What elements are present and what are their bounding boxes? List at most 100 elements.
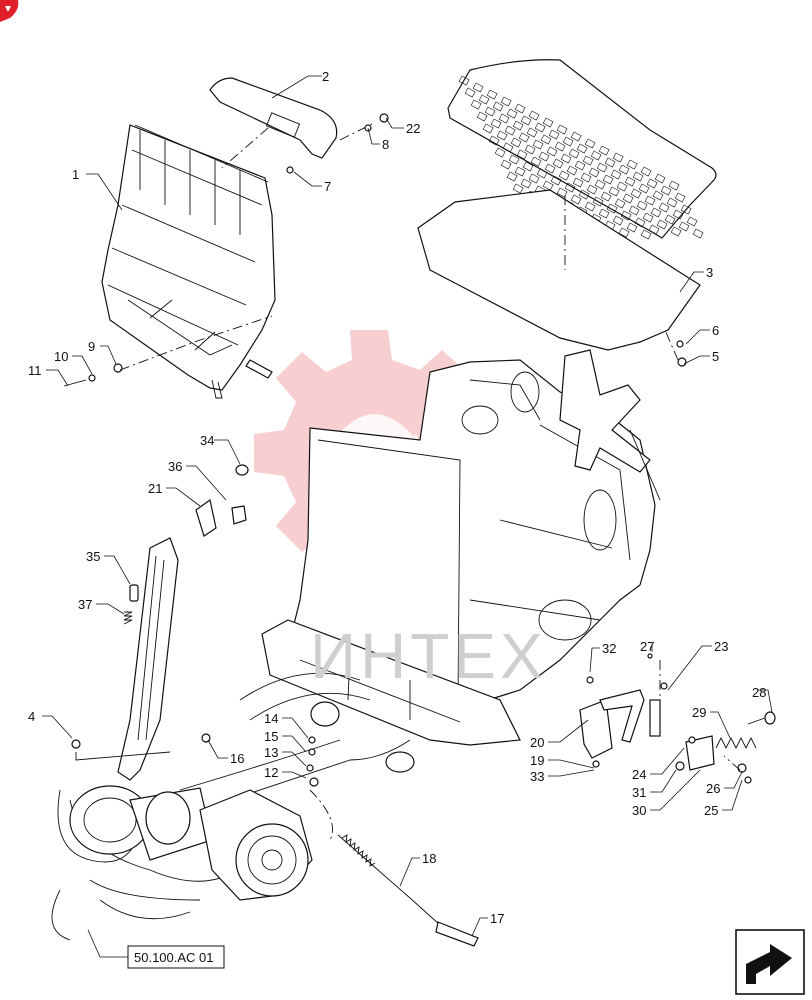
grille-hole (652, 190, 664, 201)
grille-hole (542, 180, 554, 191)
grille-hole (630, 188, 642, 199)
grille-hole (522, 161, 534, 172)
grille-hole (484, 106, 496, 117)
part-21-bracket (195, 498, 217, 537)
grille-hole (618, 227, 630, 238)
callout-24: 24 (632, 767, 646, 782)
callout-35: 35 (86, 549, 100, 564)
grille-hole (686, 216, 698, 227)
grille-hole (498, 113, 510, 124)
grille-hole (640, 229, 652, 240)
grille-hole (622, 193, 634, 204)
grille-hole (680, 204, 692, 215)
grille-hole (470, 99, 482, 110)
grille-hole (656, 219, 668, 230)
grille-hole (492, 101, 504, 112)
back-arrow-icon[interactable] (735, 929, 805, 995)
grille-hole (606, 203, 618, 214)
grille-hole (668, 180, 680, 191)
callout-8: 8 (382, 137, 389, 152)
callout-17: 17 (490, 911, 504, 926)
callout-14: 14 (264, 711, 278, 726)
red-corner-badge-icon (0, 0, 19, 22)
callout-2: 2 (322, 69, 329, 84)
grille-hole (654, 173, 666, 184)
grille-hole (518, 132, 530, 143)
callout-1: 1 (72, 167, 79, 182)
grille-hole (570, 194, 582, 205)
grille-hole (500, 96, 512, 107)
part-1-hvac-unit (101, 124, 276, 399)
grille-hole (692, 228, 704, 239)
grille-hole (648, 224, 660, 235)
callout-9: 9 (88, 339, 95, 354)
callout-3: 3 (706, 265, 713, 280)
grille-hole (658, 202, 670, 213)
callout-22: 22 (406, 121, 420, 136)
part-37-spring (123, 611, 133, 625)
drive-motor-left (69, 785, 213, 861)
grille-hole (486, 89, 498, 100)
callout-28: 28 (752, 685, 766, 700)
grille-hole (636, 200, 648, 211)
callout-13: 13 (264, 745, 278, 760)
grille-hole (560, 153, 572, 164)
grille-hole (584, 201, 596, 212)
grille-hole (502, 142, 514, 153)
reference-link-label[interactable]: 50.100.AC 01 (134, 950, 214, 965)
grille-hole (642, 212, 654, 223)
grille-hole (632, 171, 644, 182)
grille-hole (488, 135, 500, 146)
grille-hole (548, 129, 560, 140)
callout-31: 31 (632, 785, 646, 800)
grille-hole (576, 143, 588, 154)
grille-hole (612, 215, 624, 226)
grille-hole (620, 210, 632, 221)
grille-hole (626, 159, 638, 170)
grille-hole (500, 159, 512, 170)
grille-hole (590, 150, 602, 161)
grille-hole (644, 195, 656, 206)
grille-hole (664, 214, 676, 225)
part-35-clip (129, 584, 139, 602)
grille-hole (552, 158, 564, 169)
callout-5: 5 (712, 349, 719, 364)
engine-base-frame (261, 619, 521, 773)
grille-hole (524, 144, 536, 155)
grille-hole (602, 174, 614, 185)
part-18-spring-rod (337, 834, 441, 926)
grille-hole (582, 155, 594, 166)
callout-18: 18 (422, 851, 436, 866)
grille-hole (550, 175, 562, 186)
grille-hole (520, 178, 532, 189)
grille-hole (544, 163, 556, 174)
grille-hole (640, 166, 652, 177)
grille-hole (614, 198, 626, 209)
grille-hole (674, 192, 686, 203)
grille-hole (580, 172, 592, 183)
grille-hole (626, 222, 638, 233)
reference-link-box[interactable]: 50.100.AC 01 (87, 929, 225, 969)
grille-hole (464, 87, 476, 98)
grille-hole (512, 183, 524, 194)
grille-hole (562, 136, 574, 147)
grille-hole (514, 103, 526, 114)
grille-hole (494, 147, 506, 158)
control-lever-column (117, 537, 179, 781)
grille-hole (568, 148, 580, 159)
grille-hole (608, 186, 620, 197)
grille-hole (506, 171, 518, 182)
grille-hole (546, 146, 558, 157)
grille-hole (574, 160, 586, 171)
grille-hole (600, 191, 612, 202)
callout-29: 29 (692, 705, 706, 720)
part-2-duct-cover (209, 77, 338, 159)
grille-hole (564, 182, 576, 193)
grille-hole (578, 189, 590, 200)
grille-hole (532, 139, 544, 150)
grille-hole (598, 145, 610, 156)
grille-hole (506, 108, 518, 119)
grille-hole (530, 156, 542, 167)
grille-hole (556, 187, 568, 198)
callout-7: 7 (324, 179, 331, 194)
